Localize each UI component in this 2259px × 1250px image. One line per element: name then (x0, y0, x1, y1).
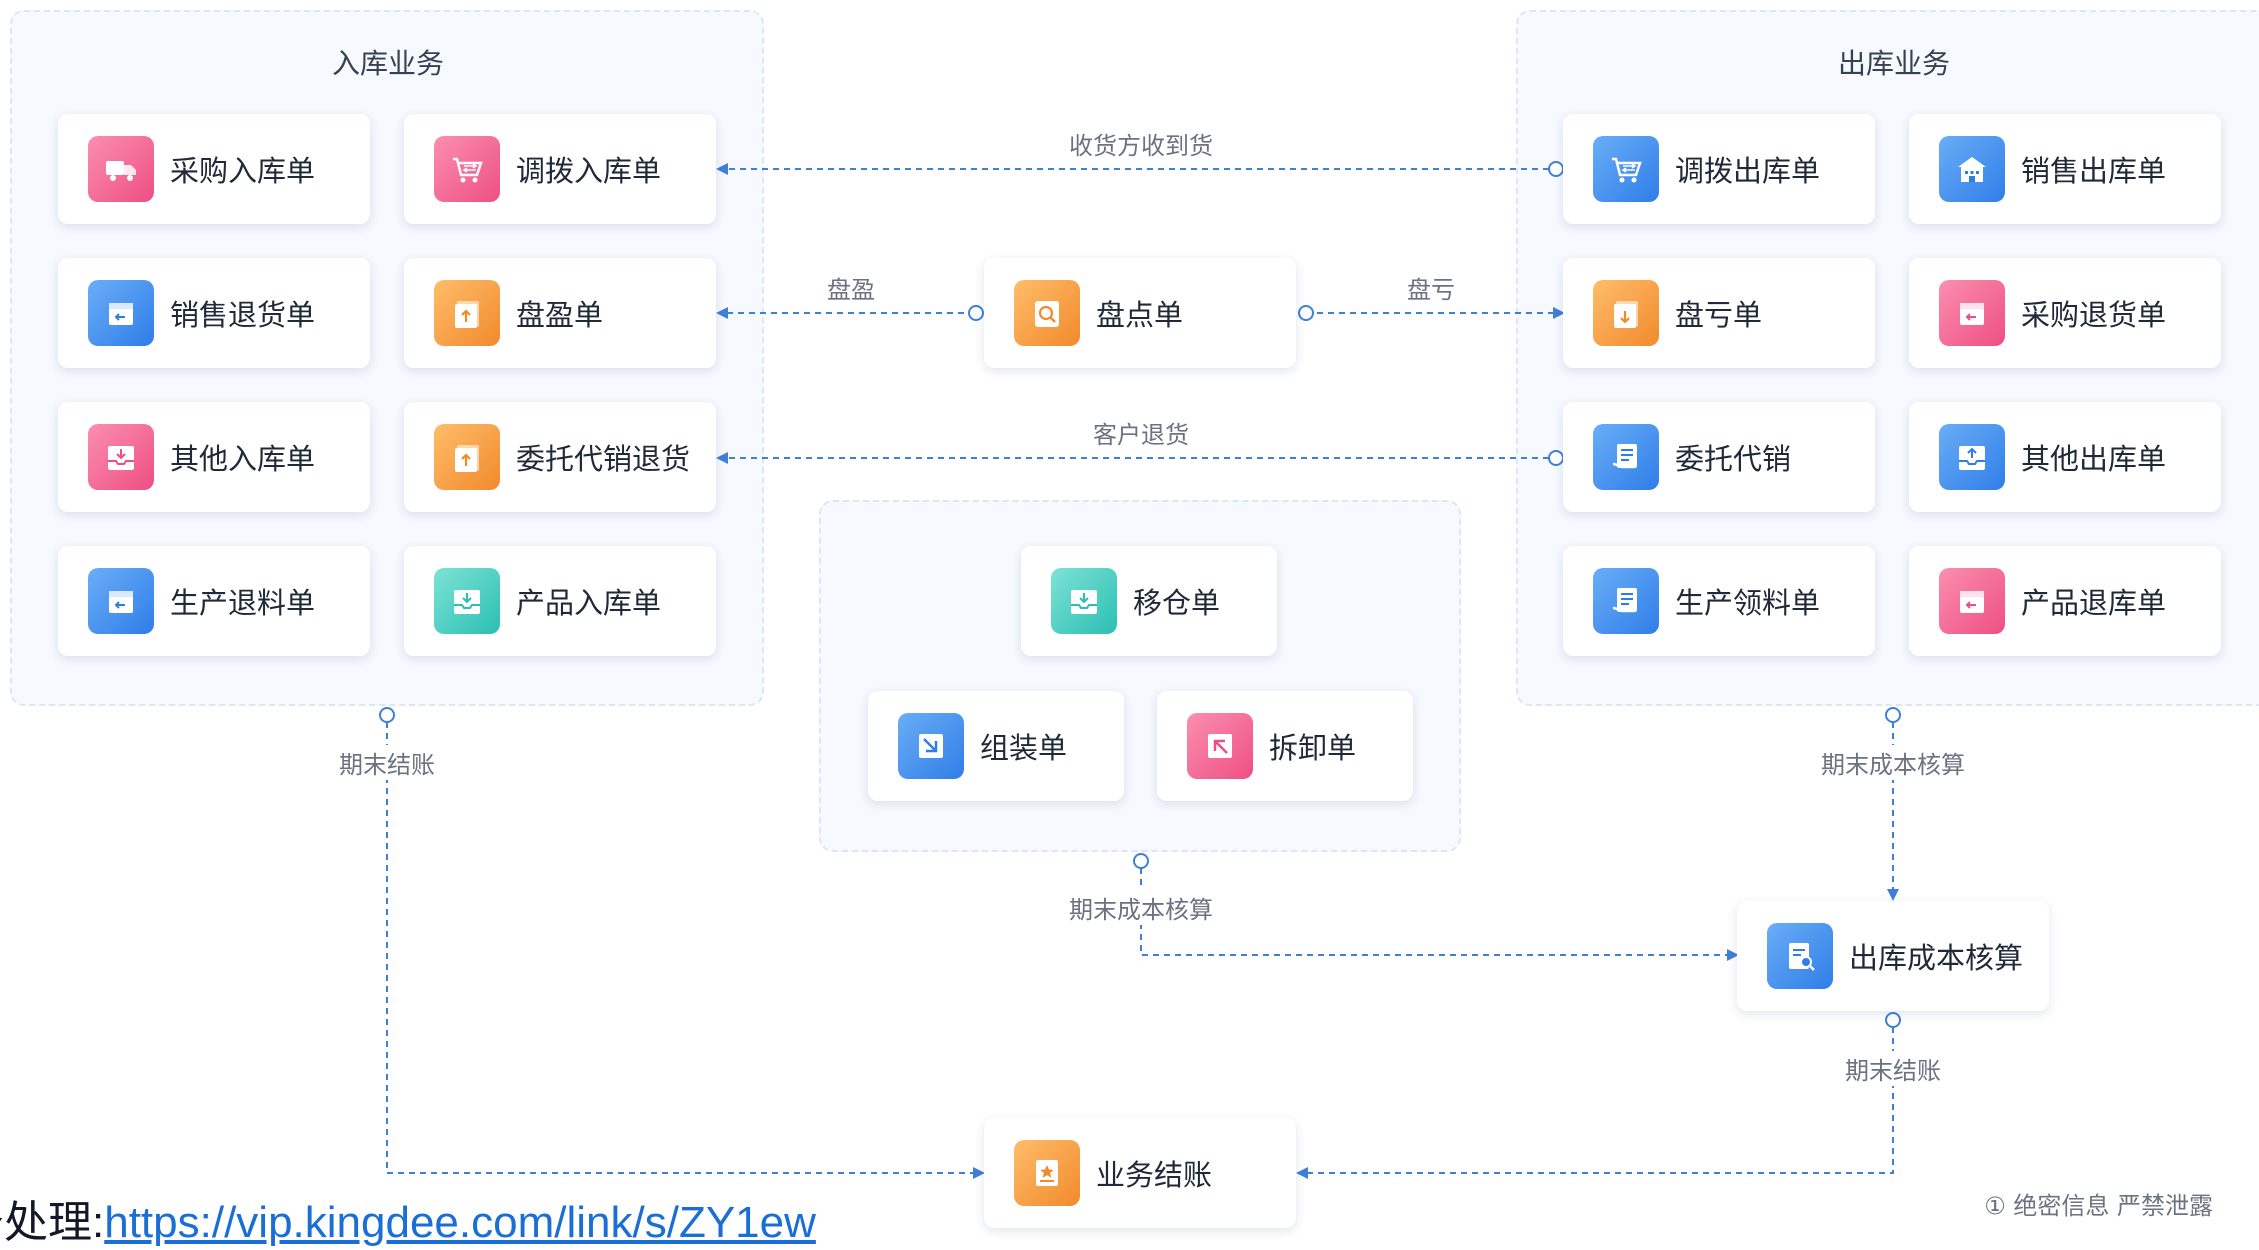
card-transfer-in[interactable]: 调拨入库单 (404, 114, 716, 224)
cart-transfer-icon (434, 136, 500, 202)
card-cost-accounting[interactable]: 出库成本核算 (1737, 901, 2049, 1011)
card-label: 盘点单 (1096, 298, 1184, 332)
magnifier-icon (1014, 280, 1080, 346)
port-outbound-bottom (1885, 707, 1901, 723)
edge-label-goods-received: 收货方收到货 (1065, 126, 1217, 161)
doc-up-icon (434, 424, 500, 490)
card-closing[interactable]: 业务结账 (984, 1118, 1296, 1228)
card-consign-sale[interactable]: 委托代销 (1563, 402, 1875, 512)
doc-search-icon (1767, 923, 1833, 989)
port-stocktake-left (968, 305, 984, 321)
card-consign-return[interactable]: 委托代销退货 (404, 402, 716, 512)
card-product-return[interactable]: 产品退库单 (1909, 546, 2221, 656)
inbound-group-title: 入库业务 (332, 47, 445, 80)
edge-label-customer-return: 客户退货 (1089, 415, 1193, 450)
card-label: 委托代销退货 (516, 442, 691, 476)
card-disassembly[interactable]: 拆卸单 (1157, 691, 1413, 801)
port-cost-accounting-bottom (1885, 1012, 1901, 1028)
edge-label-period-close-right: 期末结账 (1841, 1051, 1945, 1086)
edge-label-period-cost-right: 期末成本核算 (1817, 745, 1969, 780)
card-sales-out[interactable]: 销售出库单 (1909, 114, 2221, 224)
doc-hand-icon (1593, 424, 1659, 490)
doc-down-icon (1593, 280, 1659, 346)
card-move[interactable]: 移仓单 (1021, 546, 1277, 656)
card-label: 移仓单 (1133, 586, 1221, 620)
card-label: 其他出库单 (2021, 442, 2167, 476)
card-label: 盘盈单 (516, 298, 604, 332)
card-assembly[interactable]: 组装单 (868, 691, 1124, 801)
truck-icon (88, 136, 154, 202)
arrow-out-icon (1187, 713, 1253, 779)
box-return-icon (88, 568, 154, 634)
box-return-icon (1939, 568, 2005, 634)
footer-link[interactable]: 务处理:https://vip.kingdee.com/link/s/ZY1ew (0, 1186, 816, 1250)
port-consign-sale (1548, 450, 1564, 466)
card-label: 生产退料单 (170, 586, 316, 620)
card-label: 生产领料单 (1675, 586, 1821, 620)
card-label: 采购退货单 (2021, 298, 2167, 332)
card-label: 盘亏单 (1675, 298, 1763, 332)
card-label: 调拨出库单 (1675, 154, 1821, 188)
port-transfer-group-bottom (1133, 853, 1149, 869)
edge-label-surplus: 盘盈 (823, 270, 879, 305)
card-label: 业务结账 (1096, 1158, 1213, 1192)
card-label: 拆卸单 (1269, 731, 1357, 765)
card-label: 产品退库单 (2021, 586, 2167, 620)
card-transfer-out[interactable]: 调拨出库单 (1563, 114, 1875, 224)
tray-in-icon (88, 424, 154, 490)
connector-period-close-right (1296, 1027, 1894, 1179)
tray-out-icon (1939, 424, 2005, 490)
tray-in-icon (434, 568, 500, 634)
card-surplus[interactable]: 盘盈单 (404, 258, 716, 368)
card-stocktake[interactable]: 盘点单 (984, 258, 1296, 368)
card-label: 出库成本核算 (1849, 941, 2024, 975)
cart-transfer-icon (1593, 136, 1659, 202)
connector-period-close-left (386, 722, 985, 1179)
card-label: 其他入库单 (170, 442, 316, 476)
card-prod-requisition[interactable]: 生产领料单 (1563, 546, 1875, 656)
tray-in-icon (1051, 568, 1117, 634)
port-stocktake-right (1298, 305, 1314, 321)
card-other-in[interactable]: 其他入库单 (58, 402, 370, 512)
edge-label-deficit: 盘亏 (1403, 270, 1459, 305)
card-deficit[interactable]: 盘亏单 (1563, 258, 1875, 368)
book-star-icon (1014, 1140, 1080, 1206)
card-purchase-return[interactable]: 采购退货单 (1909, 258, 2221, 368)
connector-period-cost-center (1140, 868, 1739, 961)
card-label: 产品入库单 (516, 586, 662, 620)
edge-label-period-cost-center: 期末成本核算 (1065, 890, 1217, 925)
outbound-group-title: 出库业务 (1838, 47, 1951, 80)
card-label: 采购入库单 (170, 154, 316, 188)
card-label: 调拨入库单 (516, 154, 662, 188)
arrow-in-icon (898, 713, 964, 779)
card-prod-material-return[interactable]: 生产退料单 (58, 546, 370, 656)
footer-prefix: 务处理: (0, 1198, 105, 1247)
card-sales-return[interactable]: 销售退货单 (58, 258, 370, 368)
card-product-in[interactable]: 产品入库单 (404, 546, 716, 656)
footer-url[interactable]: https://vip.kingdee.com/link/s/ZY1ew (104, 1198, 816, 1247)
edge-label-period-close-left: 期末结账 (335, 745, 439, 780)
card-label: 销售出库单 (2021, 154, 2167, 188)
card-label: 委托代销 (1675, 442, 1792, 476)
doc-hand-icon (1593, 568, 1659, 634)
card-label: 组装单 (980, 731, 1068, 765)
port-inbound-bottom (379, 707, 395, 723)
card-label: 销售退货单 (170, 298, 316, 332)
box-return-icon (1939, 280, 2005, 346)
card-purchase-in[interactable]: 采购入库单 (58, 114, 370, 224)
box-return-icon (88, 280, 154, 346)
card-other-out[interactable]: 其他出库单 (1909, 402, 2221, 512)
port-transfer-out (1548, 161, 1564, 177)
doc-up-icon (434, 280, 500, 346)
confidential-notice: ① 绝密信息 严禁泄露 (1984, 1192, 2213, 1220)
store-icon (1939, 136, 2005, 202)
